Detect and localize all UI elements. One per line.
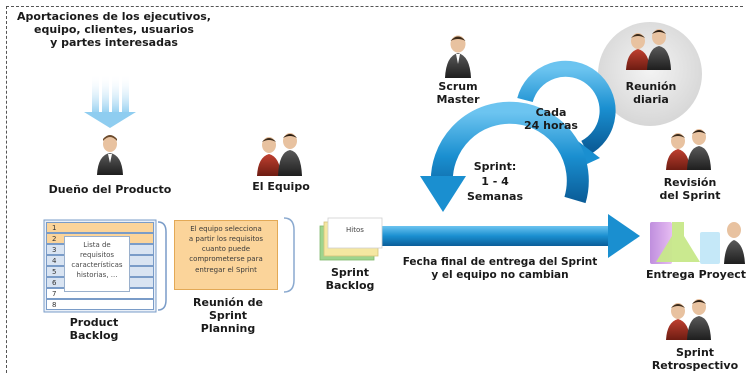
stakeholder-input-title: Aportaciones de los ejecutivos, equipo, … [17, 10, 211, 50]
review-team-icon [666, 129, 711, 170]
product-backlog-row: 1 [46, 222, 154, 233]
sprint-backlog-card-label: Hitos [346, 226, 364, 234]
sprint-review-label: Revisión del Sprint [659, 176, 721, 203]
product-backlog-card: Lista de requisitos características hist… [64, 236, 130, 292]
retrospective-team-icon [666, 299, 711, 340]
scrum-master-label: Scrum Master [436, 80, 480, 107]
scrum-master-icon [445, 35, 471, 78]
team-icon [257, 133, 302, 176]
sprint-backlog-label: Sprint Backlog [325, 266, 375, 293]
product-owner-label: Dueño del Producto [48, 183, 172, 196]
dashed-frame [6, 6, 743, 373]
product-backlog-row: 8 [46, 299, 154, 310]
team-label: El Equipo [252, 180, 310, 193]
sprint-retrospective-label: Sprint Retrospectivo [651, 346, 739, 373]
sprint-planning-label: Reunión de Sprint Planning [193, 296, 263, 336]
daily-meeting-label: Reunión diaria [625, 80, 677, 107]
product-backlog-label: Product Backlog [69, 316, 119, 343]
sprint-backlog-stack [319, 217, 383, 261]
project-delivery-label: Entrega Proyecto [646, 268, 746, 281]
planning-card: El equipo selecciona a partir los requis… [174, 220, 278, 290]
input-down-arrows [84, 74, 136, 128]
planning-bracket [283, 217, 295, 293]
main-timeline-arrow [360, 214, 640, 258]
sprint-cycle-arrow [420, 101, 589, 212]
product-owner-icon [97, 135, 123, 175]
daily-meeting-team-icon [626, 29, 671, 70]
sprint-duration-label: Sprint: 1 - 4 Semanas [466, 160, 524, 203]
fixed-date-note: Fecha final de entrega del Sprint y el e… [402, 256, 598, 281]
daily-cycle-label: Cada 24 horas [524, 106, 578, 133]
daily-meeting-circle [598, 22, 702, 126]
delivery-icon [650, 222, 745, 264]
